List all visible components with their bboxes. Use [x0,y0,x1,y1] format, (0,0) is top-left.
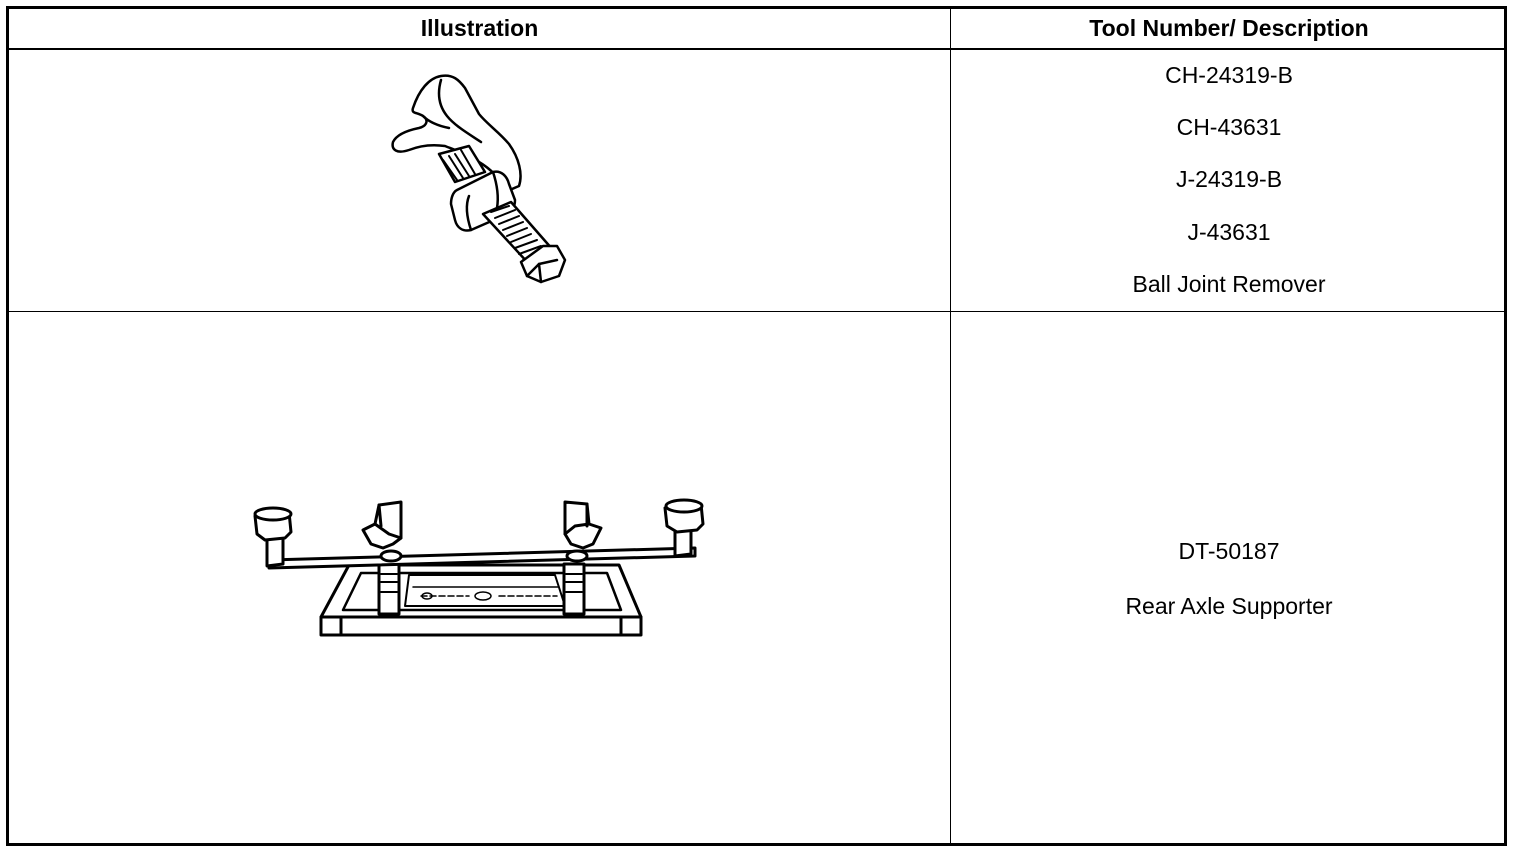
ball-joint-remover-icon [391,74,567,284]
tool-number-cell: CH-24319-B CH-43631 J-24319-B J-43631 Ba… [951,50,1507,311]
header-divider [9,48,1504,50]
illustration-cell [9,50,950,311]
tool-number-cell: DT-50187 Rear Axle Supporter [951,312,1507,846]
tool-number: DT-50187 [1178,538,1280,564]
header-illustration: Illustration [420,15,539,41]
illustration-cell [9,312,950,846]
tool-number: J-43631 [1187,218,1271,245]
row-divider [9,311,1504,312]
tool-number: CH-24319-B [1165,62,1293,88]
tool-description: Rear Axle Supporter [1125,593,1333,619]
header-tool-number: Tool Number/ Description [1089,15,1369,41]
tool-number: J-24319-B [1175,166,1283,193]
column-divider [950,9,951,843]
rear-axle-supporter-icon [253,498,705,637]
tool-description: Ball Joint Remover [1132,270,1326,297]
tool-number: CH-43631 [1176,114,1282,141]
tools-table: Illustration Tool Number/ Description [6,6,1507,846]
